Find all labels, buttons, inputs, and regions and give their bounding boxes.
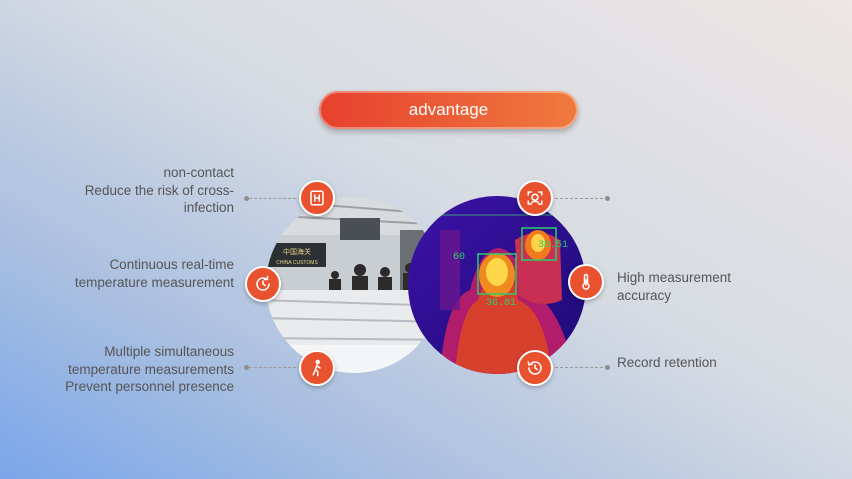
thermal-reading-left: 60: [453, 252, 465, 263]
walking-person-icon: [299, 350, 335, 386]
feature-line: infection: [183, 200, 234, 215]
refresh-clock-icon: [245, 266, 281, 302]
feature-high-accuracy: High measurement accuracy: [617, 269, 731, 304]
feature-line: Record retention: [617, 355, 717, 370]
connector-dot: [244, 196, 249, 201]
thermal-reading-bottom: 36.81: [486, 298, 516, 309]
connector-line: [555, 198, 603, 199]
advantage-header: advantage: [319, 91, 578, 129]
thermal-reading-top: 36.51: [538, 240, 568, 251]
feature-multiple-measurements: Multiple simultaneous temperature measur…: [65, 343, 234, 396]
gate-icon: [299, 180, 335, 216]
feature-line: accuracy: [617, 287, 672, 303]
feature-line: Continuous real-time: [109, 257, 234, 272]
sign-chinese-text: 中国海关: [283, 247, 311, 256]
connector-dot: [244, 365, 249, 370]
feature-record-retention: Record retention: [617, 354, 717, 372]
connector-dot: [605, 365, 610, 370]
header-title: advantage: [408, 100, 489, 119]
feature-line: Multiple simultaneous: [104, 344, 234, 359]
feature-line: temperature measurement: [74, 274, 234, 290]
connector-dot: [605, 196, 610, 201]
feature-line: High measurement: [617, 270, 732, 285]
feature-continuous-measurement: Continuous real-time temperature measure…: [75, 256, 234, 291]
history-icon: [517, 350, 553, 386]
thermal-camera-image: 36.51 60 36.81: [408, 196, 586, 374]
feature-non-contact: non-contact Reduce the risk of cross- in…: [85, 164, 234, 217]
connector-line: [555, 367, 603, 368]
thermometer-icon: [568, 264, 604, 300]
feature-line: temperature measurements: [68, 361, 234, 377]
feature-line: non-contact: [163, 165, 234, 180]
feature-line: Prevent personnel presence: [65, 379, 234, 394]
connector-line: [249, 198, 301, 199]
sign-english-text: CHINA CUSTOMS: [276, 260, 318, 266]
connector-line: [249, 367, 301, 368]
feature-line: Reduce the risk of cross-: [84, 182, 234, 198]
face-scan-icon: [517, 180, 553, 216]
